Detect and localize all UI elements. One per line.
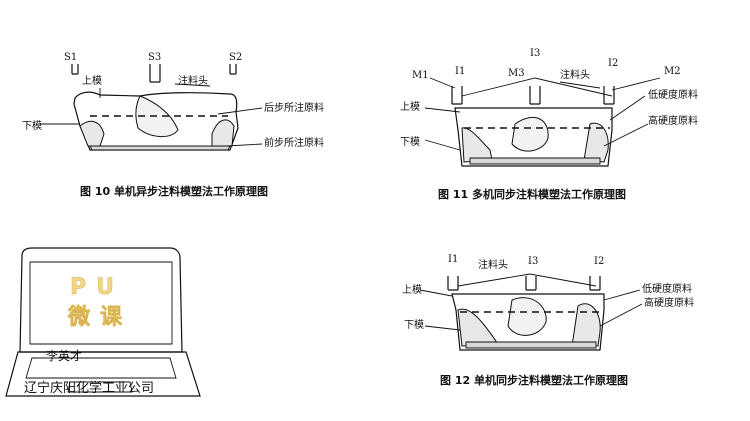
figure-10: [40, 64, 263, 151]
fig10-lower-mold-label: 下模: [22, 120, 42, 132]
right-fill: [211, 119, 235, 147]
m2-line: [611, 77, 661, 91]
figure-12: [419, 273, 643, 351]
fig10-nozzle-label: 注料头: [178, 74, 208, 87]
center-material: [507, 297, 547, 336]
fig12-caption: 图 12 单机同步注料模塑法工作原理图: [440, 373, 628, 387]
fig12-high-hardness-label: 高硬度原料: [644, 296, 694, 309]
left-fill: [461, 127, 493, 163]
i2-nozzle: [603, 86, 615, 105]
fig11-m2-label: M2: [664, 66, 681, 77]
mold-outline: [451, 293, 605, 351]
laptop-screen: [29, 261, 173, 345]
center-material: [511, 117, 549, 152]
fig11-nozzle-label: 注料头: [560, 68, 590, 81]
s3-nozzle: [149, 64, 161, 83]
high-hardness-leader: [599, 303, 643, 327]
earlier-leader: [225, 143, 263, 147]
earlier-material-layer: [89, 145, 231, 151]
connect-lines: [457, 273, 597, 287]
fig10-later-material-label: 后步所注原料: [264, 101, 324, 114]
i1-nozzle: [451, 86, 463, 105]
lower-mold-leader: [424, 325, 461, 331]
lower-mold-leader: [424, 139, 461, 151]
fig10-earlier-material-label: 前步所注原料: [264, 136, 324, 149]
nozzle-leader: [174, 83, 211, 87]
s1-plug: [71, 64, 79, 75]
s2-plug: [229, 64, 237, 75]
fig11-i2-label: I2: [608, 58, 618, 69]
company-label: 辽宁庆阳化学工业公司: [24, 380, 154, 396]
laptop-keyboard-area: [25, 357, 177, 379]
i1-nozzle: [447, 276, 459, 291]
left-fill: [457, 308, 499, 347]
upper-mold-leader: [419, 289, 453, 297]
fig11-upper-mold-label: 上模: [400, 101, 420, 113]
upper-mold-leader: [424, 107, 461, 113]
fig11-lower-mold-label: 下模: [400, 136, 420, 148]
fig11-m1-label: M1: [412, 70, 429, 81]
fig10-upper-mold-label: 上模: [82, 75, 102, 87]
m1-line: [429, 77, 456, 89]
mold-outline: [454, 107, 613, 167]
high-hardness-layer: [465, 341, 597, 349]
laptop-sketch: [5, 247, 201, 397]
laptop-lid: [19, 247, 183, 353]
i3-nozzle: [529, 86, 541, 105]
right-fill: [583, 122, 609, 163]
fig12-lower-mold-label: 下模: [404, 319, 424, 331]
fig11-low-hardness-label: 低硬度原料: [648, 88, 698, 101]
nozzle-leader: [559, 81, 601, 89]
low-hardness-leader: [603, 289, 641, 301]
laptop-base: [5, 351, 201, 397]
right-fill: [571, 303, 601, 347]
laptop-name-label: 李英才: [46, 348, 82, 363]
fig12-upper-mold-label: 上模: [402, 284, 422, 296]
i3-nozzle: [525, 276, 537, 291]
fig12-i2-label: I2: [594, 256, 604, 267]
fig10-caption: 图 10 单机异步注料模塑法工作原理图: [80, 184, 268, 198]
m3-lines: [461, 77, 613, 97]
low-hardness-leader: [609, 95, 646, 121]
laptop-title-line1: PU: [70, 275, 124, 300]
fig10-s1-label: S1: [64, 52, 77, 63]
figure-11: [424, 77, 661, 167]
fig12-i3-label: I3: [528, 256, 538, 267]
high-hardness-layer: [469, 157, 601, 165]
laptop-trackpad: [67, 381, 133, 393]
fig11-caption: 图 11 多机同步注料模塑法工作原理图: [438, 187, 626, 201]
fig10-s3-label: S3: [148, 52, 161, 63]
fig12-i1-label: I1: [448, 254, 458, 265]
left-fill: [79, 120, 105, 147]
high-hardness-leader: [603, 123, 649, 147]
fig11-high-hardness-label: 高硬度原料: [648, 114, 698, 127]
fig11-m3-label: M3: [508, 68, 525, 79]
fig11-i1-label: I1: [455, 66, 465, 77]
fig12-nozzle-label: 注料头: [478, 258, 508, 271]
i2-nozzle: [589, 276, 601, 291]
laptop-title-line2: 微课: [67, 304, 132, 330]
fig10-s2-label: S2: [229, 52, 242, 63]
later-leader: [217, 107, 263, 115]
fig11-i3-top-label: I3: [530, 48, 540, 59]
fig12-low-hardness-label: 低硬度原料: [642, 282, 692, 295]
